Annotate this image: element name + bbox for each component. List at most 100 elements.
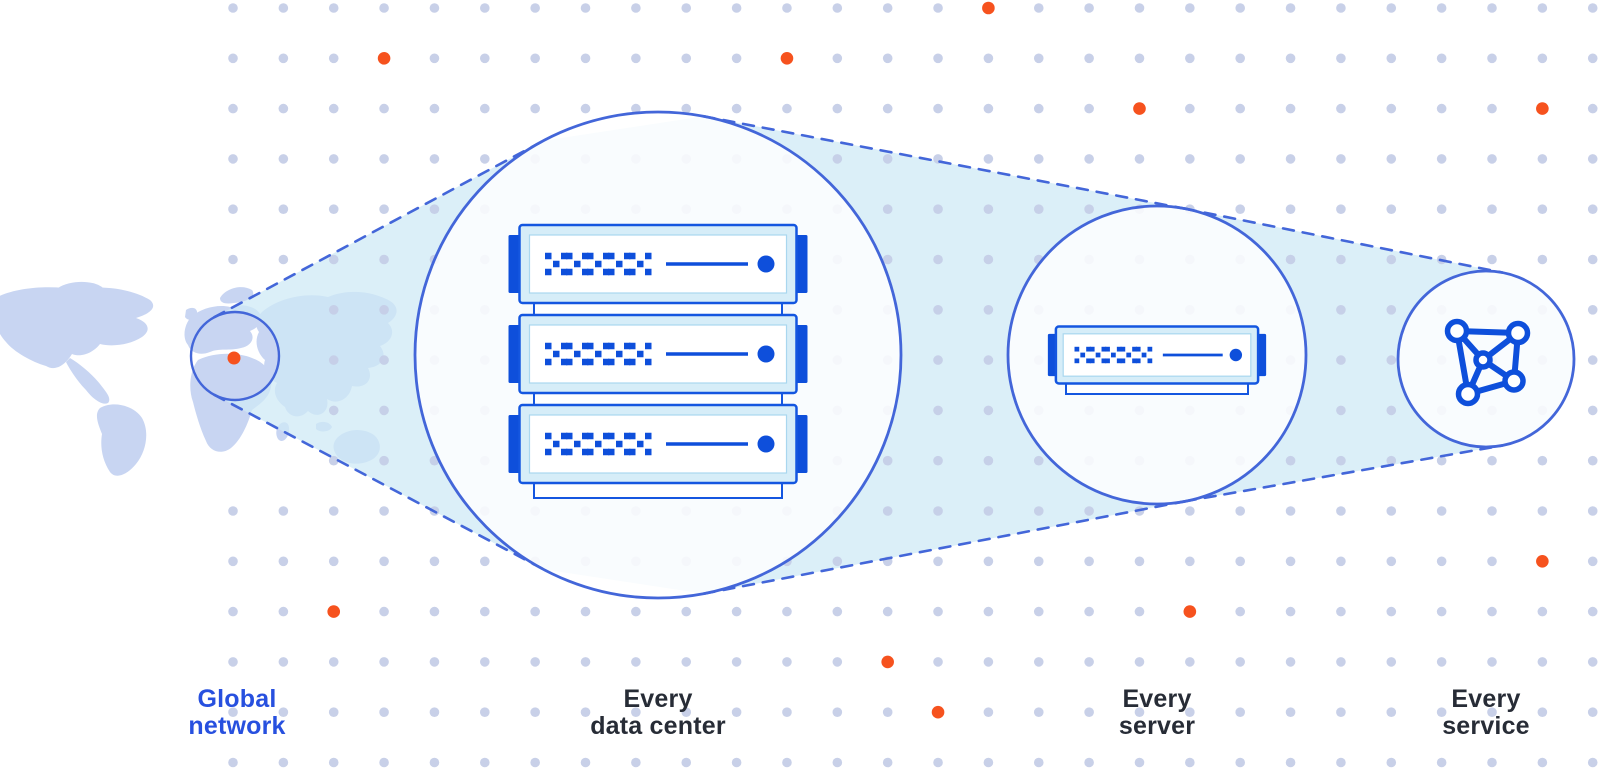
grid-dot — [1084, 3, 1094, 13]
grid-dot — [1285, 707, 1296, 717]
grid-dot — [681, 103, 692, 114]
dip-switch-square — [645, 432, 652, 440]
grid-dot — [832, 657, 843, 667]
grid-dot — [1084, 657, 1094, 667]
grid-dot — [882, 606, 893, 617]
dip-switch-square — [545, 358, 552, 366]
grid-dot — [1537, 606, 1548, 617]
dip-switch-square — [616, 350, 623, 358]
grid-dot — [1285, 506, 1296, 516]
grid-dot — [580, 3, 591, 13]
grid-dot — [1487, 606, 1497, 617]
accent-dot — [1183, 605, 1197, 618]
dip-switch-square — [574, 260, 581, 268]
grid-dot — [631, 103, 641, 114]
grid-dot — [1084, 707, 1094, 717]
grid-dot — [882, 757, 893, 768]
grid-dot — [328, 757, 339, 768]
accent-dot — [1536, 555, 1549, 568]
grid-dot — [681, 606, 692, 617]
grid-dot — [429, 757, 440, 768]
map-marker — [227, 351, 241, 365]
grid-dot — [1185, 657, 1195, 667]
dip-switch-square — [553, 260, 560, 268]
grid-dot — [278, 254, 289, 265]
grid-dot — [530, 606, 540, 617]
grid-dot — [832, 53, 843, 64]
grid-dot — [1436, 707, 1447, 717]
dip-switch-square — [624, 358, 631, 366]
grid-dot — [1386, 657, 1397, 667]
grid-dot — [1587, 455, 1598, 466]
grid-dot — [1134, 154, 1145, 164]
grid-dot — [1487, 254, 1497, 265]
grid-dot — [1285, 53, 1296, 64]
grid-dot — [328, 254, 339, 265]
grid-dot — [379, 3, 389, 13]
accent-dots — [327, 1, 1549, 719]
grid-dot — [1235, 657, 1245, 667]
map-marker-dot — [227, 351, 241, 365]
grid-dot — [882, 506, 893, 516]
grid-dot — [882, 254, 893, 265]
dip-switch-square — [624, 448, 631, 456]
grid-dot — [933, 757, 943, 768]
grid-dot — [1386, 154, 1397, 164]
grid-dot — [1487, 707, 1497, 717]
grid-dot — [983, 657, 994, 667]
grid-dot — [1134, 707, 1145, 717]
dip-switch-square — [603, 448, 610, 456]
grid-dot — [1285, 254, 1296, 265]
grid-dot — [1336, 103, 1346, 114]
dip-switch-square — [608, 268, 615, 276]
grid-dot — [429, 707, 440, 717]
grid-dot — [530, 103, 540, 114]
grid-dot — [278, 103, 289, 114]
grid-dot — [228, 506, 238, 516]
dashed-line — [702, 115, 1187, 210]
grid-dot — [1336, 154, 1346, 164]
grid-dot — [1033, 657, 1044, 667]
grid-dot — [983, 254, 994, 265]
dip-switch-square — [629, 448, 636, 456]
dip-switch-square — [545, 448, 552, 456]
grid-dot — [681, 707, 692, 717]
grid-dot — [328, 103, 339, 114]
grid-dot — [1487, 455, 1497, 466]
grid-dot — [1033, 506, 1044, 516]
dip-switch-square — [582, 342, 589, 350]
grid-dot — [1185, 53, 1195, 64]
dip-switch-square — [629, 432, 636, 440]
grid-dot — [1436, 556, 1447, 567]
grid-dot — [832, 103, 843, 114]
grid-dot — [1336, 254, 1346, 265]
grid-dot — [480, 154, 490, 164]
grid-dot — [1285, 103, 1296, 114]
dip-switch-square — [587, 448, 594, 456]
grid-dot — [480, 707, 490, 717]
dip-switch-square — [603, 342, 610, 350]
grid-dot — [882, 53, 893, 64]
grid-dot — [731, 103, 742, 114]
dip-switch-square — [624, 342, 631, 350]
grid-dot — [1033, 556, 1044, 567]
grid-dot — [1587, 506, 1598, 516]
dip-switch-square — [1111, 352, 1116, 358]
grid-dot — [933, 506, 943, 516]
grid-dot — [1084, 506, 1094, 516]
caption-every-data-center: Every data center — [590, 685, 726, 740]
grid-dot — [1285, 606, 1296, 617]
grid-dot — [379, 556, 389, 567]
grid-dot — [882, 455, 893, 466]
grid-dot — [1336, 3, 1346, 13]
grid-dot — [1386, 355, 1397, 365]
grid-dot — [631, 3, 641, 13]
caption-every-server: Every server — [1118, 685, 1196, 740]
grid-dot — [1386, 3, 1397, 13]
accent-dot — [1133, 102, 1146, 115]
grid-dot — [228, 254, 238, 265]
grid-dot — [278, 53, 289, 64]
continent-north-america — [0, 287, 154, 369]
grid-dot — [782, 757, 792, 768]
grid-dot — [228, 707, 238, 717]
